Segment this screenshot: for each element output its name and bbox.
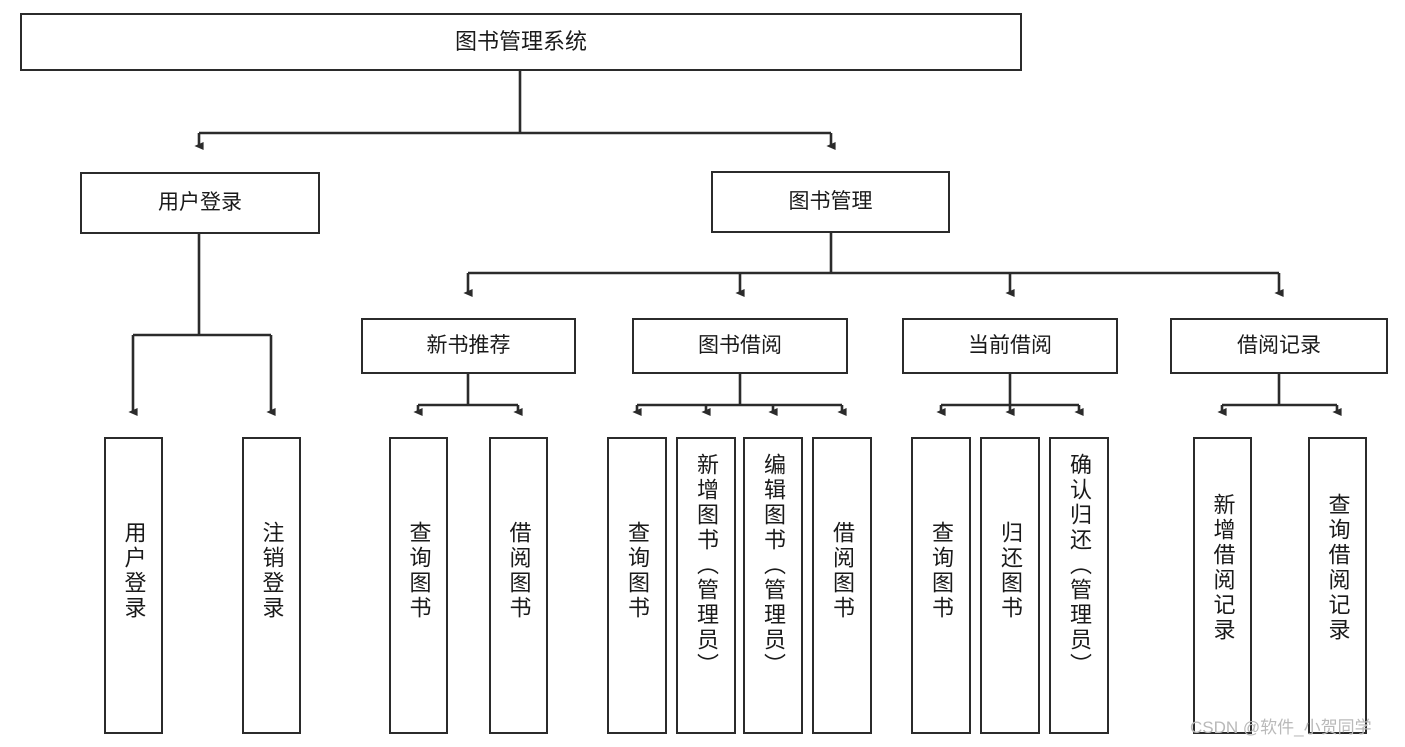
leaf-new-book-query[interactable]: 查询图书 [389,437,448,734]
leaf-borrow-query-book-label: 查询图书 [625,521,650,621]
leaf-borrow-edit-book-label: 编辑图书（管理员） [761,453,786,678]
leaf-record-query[interactable]: 查询借阅记录 [1308,437,1367,734]
node-book-management-label: 图书管理 [788,190,873,214]
leaf-record-add[interactable]: 新增借阅记录 [1193,437,1252,734]
node-current-borrow-label: 当前借阅 [968,334,1052,358]
leaf-record-query-label: 查询借阅记录 [1325,493,1351,643]
node-root[interactable]: 图书管理系统 [20,13,1022,71]
leaf-user-login-signout-label: 注销登录 [259,521,285,621]
leaf-current-query-book-label: 查询图书 [929,521,954,621]
leaf-borrow-add-book-label: 新增图书（管理员） [694,453,719,678]
node-borrow-record[interactable]: 借阅记录 [1170,318,1388,374]
leaf-user-login-signout[interactable]: 注销登录 [242,437,301,734]
leaf-current-return-book-label: 归还图书 [998,521,1023,621]
leaf-new-book-borrow-label: 借阅图书 [506,521,532,621]
node-book-borrow-label: 图书借阅 [698,334,782,358]
connectors [128,71,1342,417]
leaf-current-query-book[interactable]: 查询图书 [911,437,971,734]
node-borrow-record-label: 借阅记录 [1237,334,1321,358]
leaf-new-book-borrow[interactable]: 借阅图书 [489,437,548,734]
node-book-borrow[interactable]: 图书借阅 [632,318,848,374]
leaf-record-add-label: 新增借阅记录 [1210,493,1236,643]
leaf-borrow-borrow-book[interactable]: 借阅图书 [812,437,872,734]
node-new-book-recommend[interactable]: 新书推荐 [361,318,576,374]
leaf-current-confirm-return[interactable]: 确认归还（管理员） [1049,437,1109,734]
leaf-user-login-signin[interactable]: 用户登录 [104,437,163,734]
leaf-user-login-signin-label: 用户登录 [121,521,147,621]
node-new-book-recommend-label: 新书推荐 [426,334,511,358]
leaf-borrow-add-book[interactable]: 新增图书（管理员） [676,437,736,734]
leaf-borrow-edit-book[interactable]: 编辑图书（管理员） [743,437,803,734]
node-book-management[interactable]: 图书管理 [711,171,950,233]
leaf-borrow-query-book[interactable]: 查询图书 [607,437,667,734]
node-user-login-label: 用户登录 [158,191,242,215]
node-root-label: 图书管理系统 [454,28,587,54]
node-current-borrow[interactable]: 当前借阅 [902,318,1118,374]
leaf-borrow-borrow-book-label: 借阅图书 [830,521,855,621]
leaf-current-return-book[interactable]: 归还图书 [980,437,1040,734]
node-user-login[interactable]: 用户登录 [80,172,320,234]
leaf-current-confirm-return-label: 确认归还（管理员） [1067,453,1092,678]
leaf-new-book-query-label: 查询图书 [406,521,432,621]
